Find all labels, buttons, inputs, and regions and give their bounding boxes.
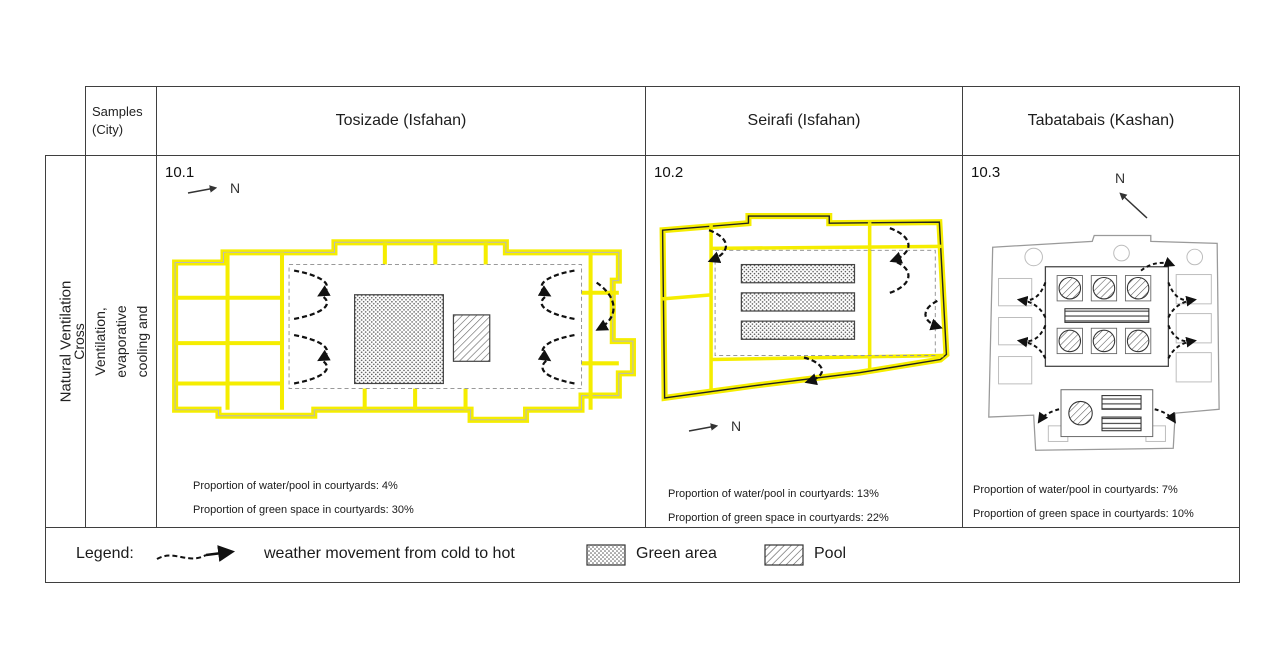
seirafi-title: Seirafi (Isfahan) xyxy=(747,112,861,129)
figure-number-10-3: 10.3 xyxy=(971,164,1001,181)
weather-arrows xyxy=(1016,257,1197,424)
tosizade-title: Tosizade (Isfahan) xyxy=(335,112,467,129)
pool-proportion-text: Proportion of water/pool in courtyards: … xyxy=(668,488,879,500)
legend-green-label: Green area xyxy=(636,545,717,562)
pool-proportion-text: Proportion of water/pool in courtyards: … xyxy=(973,484,1178,496)
north-arrow-icon xyxy=(688,423,719,432)
north-label: N xyxy=(230,180,241,196)
pool-proportion-text: Proportion of water/pool in courtyards: … xyxy=(193,480,398,492)
courtyard-boundary xyxy=(288,263,583,390)
plan-partitions xyxy=(175,242,619,410)
header-samples-city: Samples (City) xyxy=(85,86,157,156)
weather-arrows xyxy=(293,269,615,385)
figure-number-10-2: 10.2 xyxy=(654,164,684,181)
legend-row: Legend: weather movement from cold to ho… xyxy=(45,527,1240,583)
legend-pool-label: Pool xyxy=(814,545,847,562)
lower-courtyard xyxy=(1060,389,1154,438)
weather-arrow-icon xyxy=(156,545,236,562)
north-arrow-icon xyxy=(1119,192,1148,219)
header-seirafi: Seirafi (Isfahan) xyxy=(645,86,963,156)
legend-title: Legend: xyxy=(76,545,134,562)
pool-hatch xyxy=(452,314,491,362)
weather-arrows xyxy=(707,227,943,386)
legend-arrow-label: weather movement from cold to hot xyxy=(264,545,515,562)
cell-seirafi: 10.2 xyxy=(645,155,963,528)
cell-tosizade: 10.1 N xyxy=(156,155,646,528)
cell-tabatabais: 10.3 N xyxy=(962,155,1240,528)
samples-city-label: Samples (City) xyxy=(92,104,143,137)
north-indicator-1: N xyxy=(185,180,240,198)
courtyard-trees xyxy=(1056,275,1152,355)
tabatabais-floor-plan xyxy=(988,234,1220,451)
green-area-swatch xyxy=(586,544,626,566)
pool-swatch xyxy=(764,544,804,566)
green-proportion-text: Proportion of green space in courtyards:… xyxy=(973,508,1194,520)
green-proportion-text: Proportion of green space in courtyards:… xyxy=(668,512,889,524)
north-label: N xyxy=(1115,170,1126,186)
green-area-hatch xyxy=(354,294,444,385)
header-tabatabais: Tabatabais (Kashan) xyxy=(962,86,1240,156)
row-label-natural-ventilation: Natural Ventilation xyxy=(45,155,86,528)
row-label-cross-ventilation: Cross Ventilation, evaporative cooling a… xyxy=(71,155,171,528)
header-tosizade: Tosizade (Isfahan) xyxy=(156,86,646,156)
north-arrow-icon xyxy=(187,185,218,194)
tabatabais-title: Tabatabais (Kashan) xyxy=(1027,112,1175,129)
north-indicator-2: N xyxy=(686,418,741,436)
north-label: N xyxy=(731,418,742,434)
tosizade-floor-plan xyxy=(172,239,636,423)
green-proportion-text: Proportion of green space in courtyards:… xyxy=(193,504,414,516)
seirafi-floor-plan xyxy=(659,213,950,402)
green-area-hatches xyxy=(740,263,856,340)
courtyard-pool-hatch xyxy=(1064,308,1150,323)
figure-number-10-1: 10.1 xyxy=(165,164,195,181)
cross-ventilation-line1: Cross Ventilation, xyxy=(70,307,108,376)
